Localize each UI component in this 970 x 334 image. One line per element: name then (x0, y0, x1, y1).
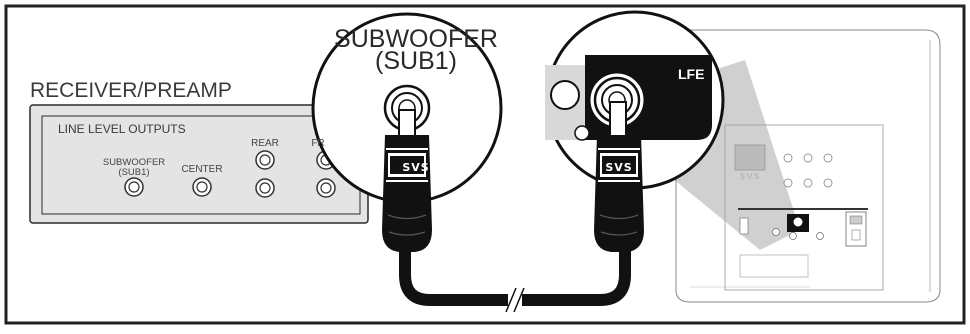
lfe-input-label: LFE (678, 66, 705, 82)
line-level-outputs-label: LINE LEVEL OUTPUTS (58, 122, 186, 136)
jack-rear-top (255, 150, 275, 170)
svs-logo-subwoofer: SVS (739, 172, 761, 181)
svs-logo-right-plug: SVS (605, 161, 633, 174)
jack-rear-bottom (255, 178, 275, 198)
center-output-label: CENTER (181, 164, 223, 175)
jack-front-bottom (316, 178, 336, 198)
receiver-title: RECEIVER/PREAMP (30, 79, 232, 102)
subwoofer-amp-panel (675, 29, 941, 303)
jack-subwoofer (124, 177, 144, 197)
subwoofer-output-label: SUBWOOFER (SUB1) (102, 157, 166, 178)
rear-output-label: REAR (251, 138, 279, 149)
rca-plug-right (594, 101, 644, 252)
receiver-panel (29, 104, 369, 224)
magnifier-right (545, 10, 725, 190)
magnified-subwoofer-label: SUBWOOFER (SUB1) (334, 25, 498, 75)
front-output-label: FR (311, 138, 325, 149)
rca-plug-left (382, 109, 432, 252)
svs-logo-left-plug: SVS (402, 161, 430, 174)
cable-break-marks (505, 287, 525, 313)
jack-center (192, 177, 212, 197)
